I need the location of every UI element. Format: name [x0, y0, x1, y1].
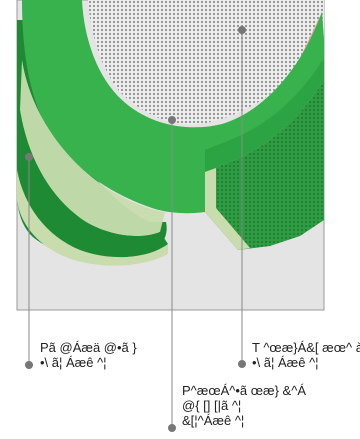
label-3: P^æœÁ^•ã œæ} &^Á @{ [] [|ã ^¦ &[¦^Áæê ^¦: [182, 383, 306, 428]
light-stripe: [20, 60, 165, 237]
leader-dot-bottom-1: [25, 361, 33, 369]
inner-green-layer: [17, 110, 168, 258]
leader-dot-top-2: [238, 26, 246, 34]
label-3-line-2: @{ [] [|ã ^¦: [182, 398, 242, 413]
label-3-line-1: P^æœÁ^•ã œæ} &^Á: [182, 383, 306, 398]
middle-green-layer: [22, 0, 324, 214]
label-2-line-1: T ^œæ}Á&[ æœ^ à: [252, 340, 360, 355]
leader-dot-top-3: [168, 116, 176, 124]
label-2-line-2: •\ ã¦ Áæê ^¦: [252, 355, 319, 370]
bottom-light-sweep: [17, 170, 168, 266]
leader-dot-top-1: [25, 153, 33, 161]
label-1-line-1: Pã @Áæä @•ã }: [40, 340, 137, 355]
side-block-edge: [205, 168, 250, 250]
side-block-top: [205, 58, 324, 172]
leader-dot-bottom-2: [238, 360, 246, 368]
label-2: T ^œæ}Á&[ æœ^ à •\ ã¦ Áæê ^¦: [252, 340, 360, 370]
label-3-line-3: &[¦^Áæê ^¦: [182, 413, 245, 428]
side-block-dotted: [205, 80, 324, 250]
label-1-line-2: •\ ã¦ Áæê ^¦: [40, 355, 107, 370]
label-1: Pã @Áæä @•ã } •\ ã¦ Áæê ^¦: [40, 340, 137, 370]
leader-dot-bottom-3: [168, 424, 176, 432]
dotted-core-area: [88, 0, 324, 125]
